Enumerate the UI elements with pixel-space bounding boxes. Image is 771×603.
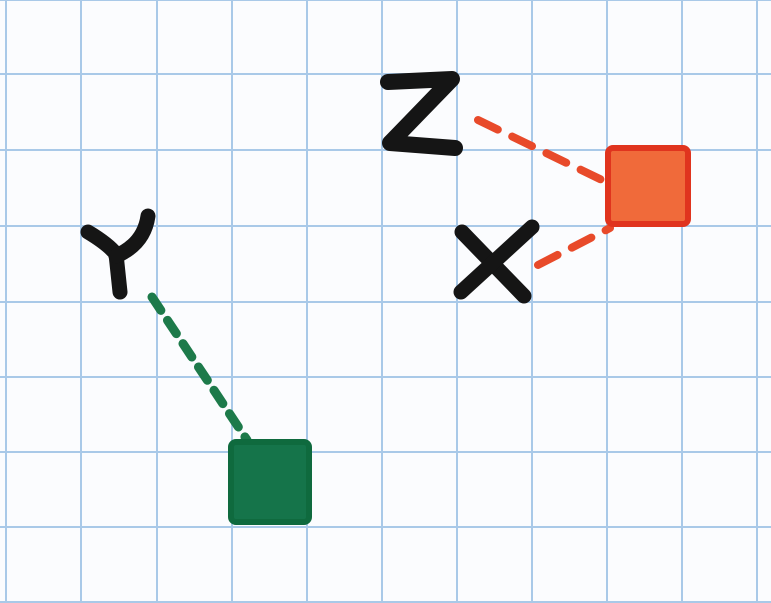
red-square: [605, 145, 691, 227]
green-square: [228, 439, 312, 525]
connectors: [147, 116, 614, 445]
connector-x-to-red-square: [534, 224, 614, 269]
connector-y-to-green-square: [147, 292, 252, 445]
letter-z-icon: [380, 71, 463, 156]
letter-y-icon: [80, 208, 156, 300]
letter-x-icon: [453, 219, 540, 304]
connector-z-to-red-square: [474, 116, 610, 186]
